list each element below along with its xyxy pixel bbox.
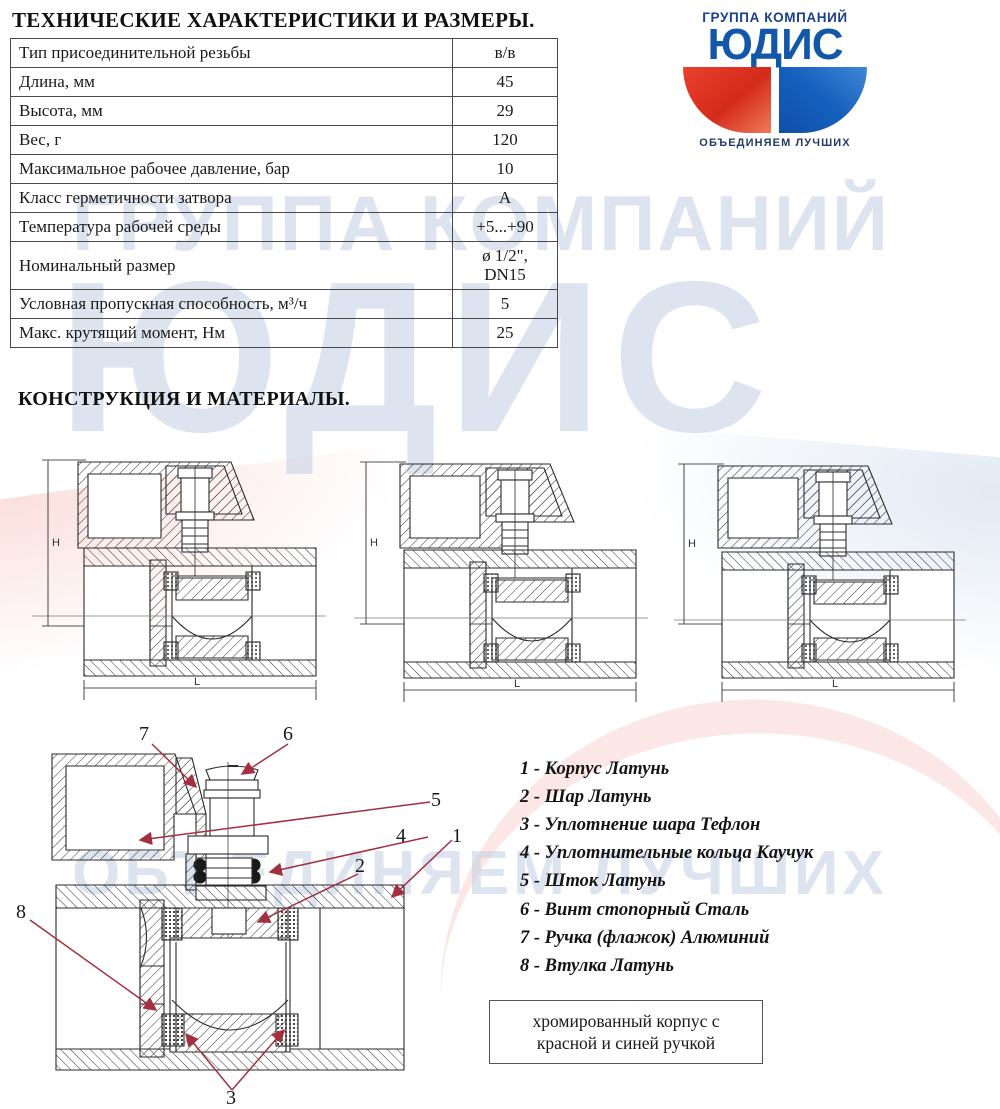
spec-empty-cell [558, 39, 982, 68]
spec-label: Высота, мм [10, 96, 453, 127]
logo-brand-name: ЮДИС [707, 20, 843, 69]
spec-value: +5...+90 [452, 212, 558, 243]
valve-cross-section-3: H [674, 463, 966, 702]
valve-exploded-callout-view: 7 6 5 4 1 2 8 3 [16, 723, 462, 1107]
parts-legend-list: 1 - Корпус Латунь 2 - Шар Латунь 3 - Уплот… [520, 755, 980, 980]
callout-6: 6 [283, 723, 293, 745]
spec-label: Температура рабочей среды [10, 212, 453, 243]
parts-legend-item: 7 - Ручка (флажок) Алюминий [520, 927, 770, 948]
spec-value: 120 [452, 125, 558, 156]
callout-1: 1 [452, 825, 462, 847]
construction-heading: КОНСТРУКЦИЯ И МАТЕРИАЛЫ. [18, 388, 351, 410]
parts-legend-item: 8 - Втулка Латунь [520, 955, 674, 976]
callout-7: 7 [139, 723, 149, 745]
callout-5: 5 [431, 789, 441, 811]
spec-value: A [452, 183, 558, 214]
parts-legend-item: 1 - Корпус Латунь [520, 759, 670, 779]
spec-label: Тип присоединительной резьбы [10, 37, 453, 69]
valve-cross-section-2: H [354, 461, 648, 702]
spec-value: ø 1/2", DN15 [452, 241, 558, 291]
logo-shield-icon [683, 66, 867, 133]
spec-label: Длина, мм [10, 67, 453, 98]
spec-label: Вес, г [10, 125, 453, 156]
spec-value: 29 [452, 96, 558, 127]
spec-empty-cell [558, 126, 982, 155]
callout-4: 4 [396, 825, 406, 847]
company-logo: ГРУППА КОМПАНИЙ ЮДИС ОБЪЕДИНЯЕМ ЛУЧШИХ [660, 10, 890, 160]
note-line-2: красной и синей ручкой [536, 1033, 716, 1053]
svg-text:H: H [52, 537, 60, 549]
parts-legend-item: 6 - Винт стопорный Сталь [520, 899, 750, 920]
spec-label: Условная пропускная способность, м³/ч [10, 289, 453, 320]
spec-value: 5 [452, 289, 558, 320]
spec-label: Номинальный размер [10, 241, 453, 291]
svg-text:L: L [832, 678, 838, 690]
specs-heading: ТЕХНИЧЕСКИЕ ХАРАКТЕРИСТИКИ И РАЗМЕРЫ. [12, 8, 535, 32]
chrome-body-note-box: хромированный корпус с красной и синей р… [489, 1000, 763, 1064]
spec-value: 10 [452, 154, 558, 185]
parts-legend-item: 5 - Шток Латунь [520, 871, 666, 892]
parts-legend-item: 2 - Шар Латунь [520, 787, 652, 808]
spec-empty-cell [558, 68, 982, 97]
spec-label: Максимальное рабочее давление, бар [10, 154, 453, 185]
valve-drawings-row: H [0, 448, 1000, 748]
spec-value: 45 [452, 67, 558, 98]
valve-cross-section-1: H [32, 459, 326, 700]
svg-text:L: L [514, 678, 520, 690]
callout-8: 8 [16, 901, 26, 923]
callout-2: 2 [355, 855, 365, 877]
spec-empty-cell [558, 97, 982, 126]
table-row: Температура рабочей среды+5...+90 [10, 212, 982, 243]
note-line-1: хромированный корпус с [532, 1010, 720, 1031]
svg-text:L: L [194, 676, 200, 688]
spec-value: 25 [452, 318, 558, 349]
logo-top-line: ГРУППА КОМПАНИЙ [702, 10, 848, 25]
logo-tagline: ОБЪЕДИНЯЕМ ЛУЧШИХ [699, 136, 851, 149]
parts-legend-item: 3 - Уплотнение шара Тефлон [520, 815, 761, 836]
svg-text:H: H [370, 537, 378, 549]
spec-label: Класс герметичности затвора [10, 183, 453, 214]
parts-legend-item: 4 - Уплотнительные кольца Каучук [520, 843, 814, 864]
callout-3: 3 [226, 1087, 236, 1107]
svg-text:H: H [688, 538, 696, 550]
spec-label: Макс. крутящий момент, Нм [10, 318, 453, 349]
spec-value: в/в [452, 37, 558, 69]
